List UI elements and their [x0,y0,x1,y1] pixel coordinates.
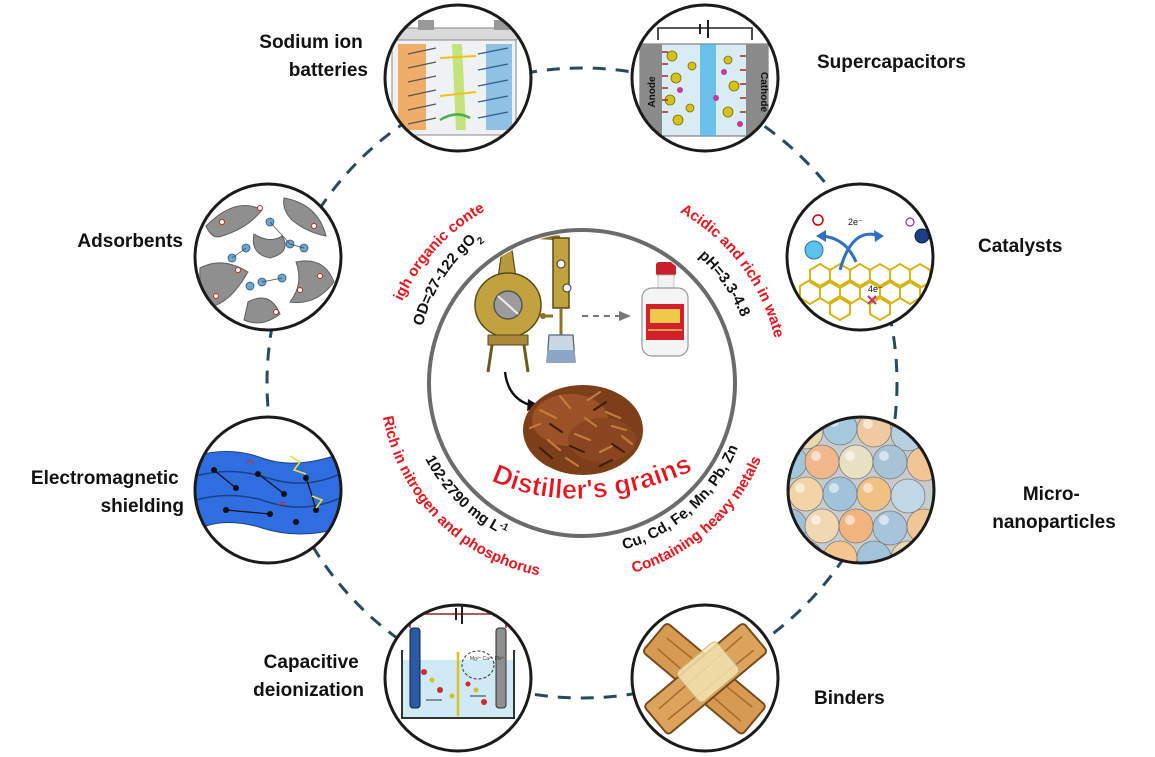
label-electromagnetic-shielding: Electromagnetic shielding [31,468,184,517]
label-supercapacitors: Supercapacitors [817,52,966,73]
label-sodium-ion-batteries: Sodium ion batteries [259,32,368,81]
cation-labels: Mg²⁺ Ca²⁺ Pb²⁺ [470,656,506,662]
label-catalysts: Catalysts [978,236,1063,257]
cdi-node: Mg²⁺ Ca²⁺ Pb²⁺ [383,603,533,753]
label-capacitive-deionization: Capacitive deionization [253,652,364,701]
center-hub: Distiller's grains [427,228,737,538]
sodium-ion-battery-node [383,3,533,153]
grains-pile-image [523,385,643,475]
distillation-still-icon [474,233,576,373]
curved-arrow [503,371,531,407]
catalyst-node: 2e⁻ 4e⁻ [785,182,935,332]
anode-label: Anode [647,76,658,108]
adsorbents-node [193,182,343,332]
supercapacitor-node: Anode Cathode [630,3,780,153]
electron-label-in: 2e⁻ [848,217,863,227]
binders-node [630,603,780,753]
label-adsorbents: Adsorbents [77,231,183,252]
liquor-bottle-icon [641,262,689,357]
dashed-orbit [265,66,899,700]
label-binders: Binders [814,688,885,709]
label-micro-nanoparticles: Micro- nanoparticles [992,484,1116,533]
emi-shielding-node [193,415,343,565]
cathode-label: Cathode [758,72,769,112]
electron-label-out: 4e⁻ [868,284,883,294]
nanoparticles-node [786,415,936,565]
